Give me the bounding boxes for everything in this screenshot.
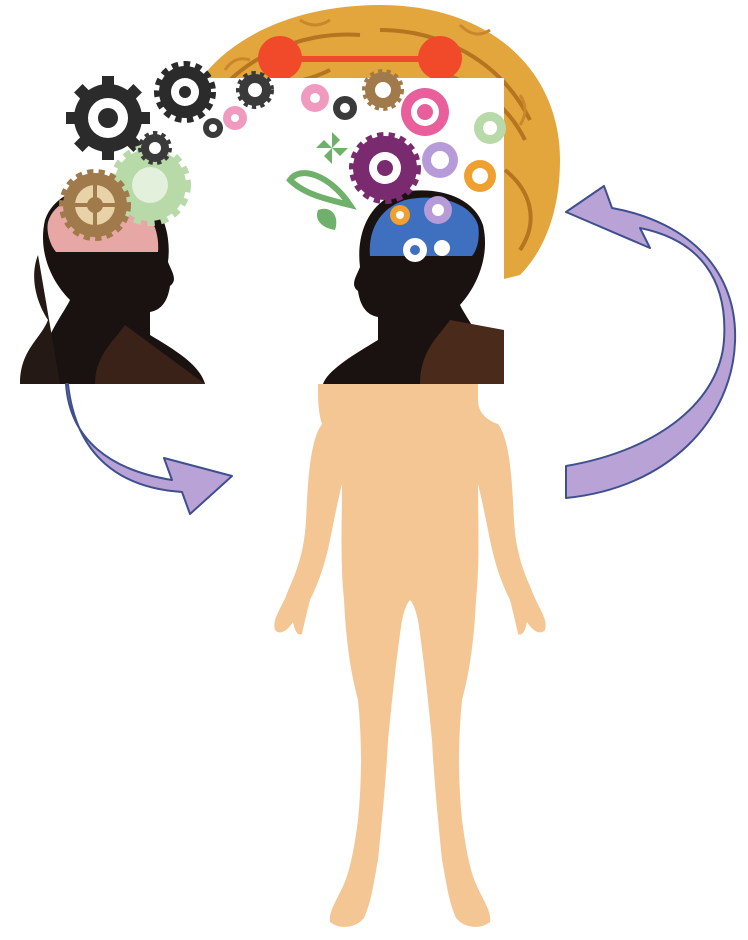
gear-icon	[203, 118, 223, 138]
brain-connector	[290, 56, 430, 62]
human-body-silhouette	[274, 384, 545, 927]
arrow-right	[566, 186, 735, 498]
flower-icon	[301, 84, 329, 112]
gear-icon	[63, 173, 127, 237]
gear-icon	[239, 74, 271, 106]
flower-icon	[474, 112, 506, 144]
gear-icon	[159, 66, 211, 118]
flower-icon	[422, 142, 458, 178]
gear-icon	[365, 72, 401, 108]
gear-icon	[333, 96, 357, 120]
flower-icon	[353, 136, 417, 200]
flower-icon	[464, 160, 496, 192]
flower-icon	[424, 196, 452, 224]
flower-icon	[223, 106, 247, 130]
gear-icon	[141, 134, 169, 162]
arrow-left	[66, 384, 232, 514]
heads-picture	[18, 66, 506, 384]
flower-icon	[403, 238, 427, 262]
flower-icon	[390, 205, 410, 225]
flower-icon	[401, 88, 449, 136]
flower-icon	[434, 240, 450, 256]
